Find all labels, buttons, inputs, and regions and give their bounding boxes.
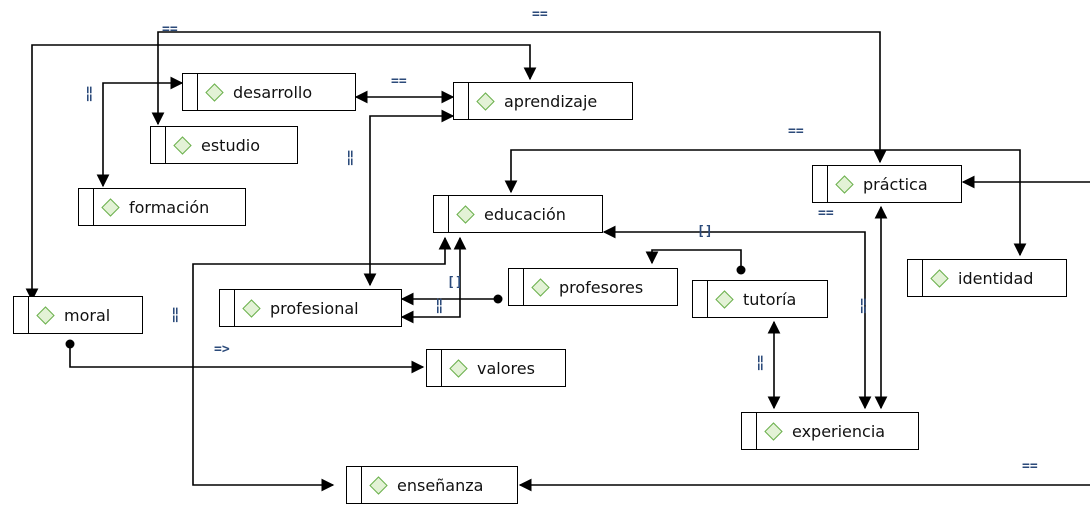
diamond-concept-icon — [835, 174, 854, 194]
node-estudio[interactable]: estudio — [150, 126, 298, 164]
node-identidad[interactable]: identidad — [907, 259, 1067, 297]
diamond-concept-icon — [449, 358, 468, 378]
diamond-concept-icon — [173, 135, 192, 155]
edge-desarrollo-formacion — [96, 76, 184, 188]
relation-label: [] — [447, 275, 463, 290]
edge-origin-dot — [493, 294, 503, 304]
diamond-concept-icon — [930, 268, 949, 288]
node-moral[interactable]: moral — [13, 296, 143, 334]
relation-label: == — [391, 74, 407, 89]
relation-label: == — [162, 22, 178, 37]
node-label: enseñanza — [397, 475, 484, 495]
edge-ensenanza-educacion — [192, 236, 452, 492]
node-formacion[interactable]: formación — [78, 188, 246, 226]
node-label: práctica — [863, 174, 928, 194]
node-label: moral — [64, 305, 111, 325]
diamond-concept-icon — [764, 421, 783, 441]
node-profesional[interactable]: profesional — [219, 289, 402, 327]
diamond-concept-icon — [456, 204, 475, 224]
relation-label: == — [818, 206, 834, 221]
relation-label: == — [855, 298, 870, 314]
relation-label: [] — [697, 224, 713, 239]
diamond-concept-icon — [36, 305, 55, 325]
node-label: estudio — [201, 135, 260, 155]
diamond-concept-icon — [205, 82, 224, 102]
relation-label: == — [342, 150, 357, 166]
edge-aprendizaje-profesional — [363, 109, 455, 287]
diamond-concept-icon — [476, 91, 495, 111]
relation-label: == — [431, 298, 446, 314]
diamond-concept-icon — [369, 475, 388, 495]
edge-profesores-tutoria-trunk — [645, 249, 742, 270]
edge-origin-dot — [736, 265, 746, 275]
edge-top-loop-aprendizaje — [25, 44, 537, 302]
relation-label: == — [752, 355, 767, 371]
edge-educacion-experiencia — [602, 225, 872, 410]
diamond-concept-icon — [242, 298, 261, 318]
relation-label: == — [532, 7, 548, 22]
relation-label: == — [81, 86, 96, 102]
node-experiencia[interactable]: experiencia — [741, 412, 919, 450]
diamond-concept-icon — [715, 289, 734, 309]
node-aprendizaje[interactable]: aprendizaje — [453, 82, 633, 120]
node-label: identidad — [958, 268, 1034, 288]
node-label: aprendizaje — [504, 91, 598, 111]
node-profesores[interactable]: profesores — [508, 268, 678, 306]
edge-profesores-branch — [400, 298, 498, 324]
node-label: formación — [129, 197, 210, 217]
node-label: profesores — [559, 277, 644, 297]
node-practica[interactable]: práctica — [812, 165, 962, 203]
node-ensenanza[interactable]: enseñanza — [346, 466, 518, 504]
node-tutoria[interactable]: tutoría — [692, 280, 828, 318]
node-desarrollo[interactable]: desarrollo — [182, 73, 356, 111]
node-label: profesional — [270, 298, 359, 318]
edge-moral-valores — [69, 344, 425, 374]
node-educacion[interactable]: educación — [433, 195, 603, 233]
edge-origin-dot — [65, 339, 75, 349]
relation-label: == — [1022, 459, 1038, 474]
node-label: educación — [484, 204, 566, 224]
relation-label: == — [788, 124, 804, 139]
node-label: experiencia — [792, 421, 886, 441]
node-label: tutoría — [743, 289, 797, 309]
node-label: valores — [477, 358, 535, 378]
edge-practica-identidad — [504, 149, 1027, 257]
diamond-concept-icon — [101, 197, 120, 217]
node-label: desarrollo — [233, 82, 313, 102]
node-valores[interactable]: valores — [426, 349, 566, 387]
relation-label: == — [167, 307, 182, 323]
diamond-concept-icon — [531, 277, 550, 297]
relation-label: => — [214, 342, 230, 357]
